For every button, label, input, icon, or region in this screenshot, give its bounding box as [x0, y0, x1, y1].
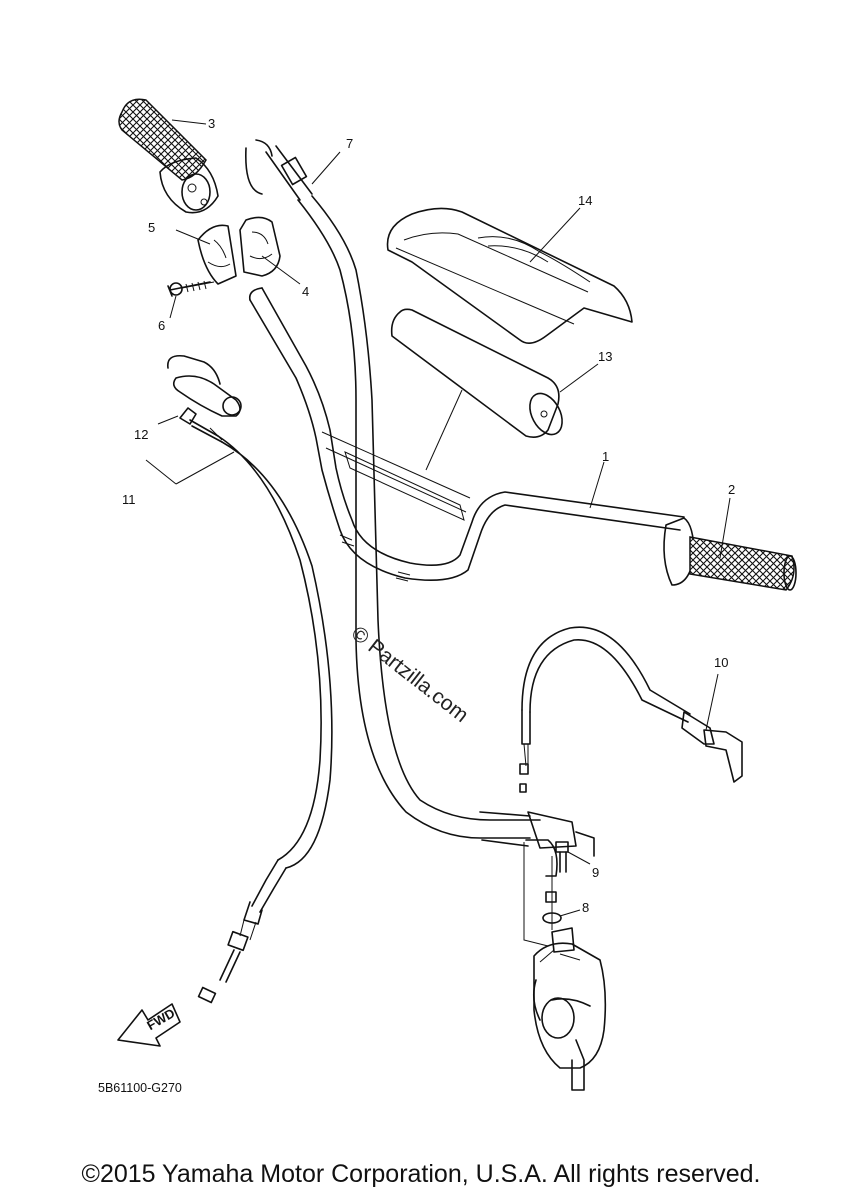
- copyright-text: ©2015 Yamaha Motor Corporation, U.S.A. A…: [81, 1160, 761, 1188]
- callout-10: 10: [714, 655, 728, 670]
- clutch-assembly: [167, 354, 333, 1004]
- watermark: © Partzilla.com: [347, 622, 473, 727]
- bolt-and-oring: [542, 841, 569, 924]
- diagram-code: 5B61100-G270: [98, 1081, 182, 1095]
- fwd-label: FWD: [144, 1005, 177, 1033]
- throttle-housing: [167, 216, 281, 297]
- callout-6: 6: [158, 318, 165, 333]
- right-grip: [663, 517, 797, 591]
- starter-cable: [519, 626, 743, 793]
- handlebar-pad: [390, 308, 563, 471]
- throttle-cable: [245, 139, 595, 877]
- fwd-arrow: FWD: [117, 1003, 181, 1047]
- callout-11: 11: [122, 492, 136, 507]
- handlebar: [248, 287, 685, 582]
- leader-lines: [145, 119, 731, 917]
- throttle-grip: [118, 98, 219, 214]
- callout-14: 14: [578, 193, 592, 208]
- callout-5: 5: [148, 220, 155, 235]
- callout-1: 1: [602, 449, 609, 464]
- callout-4: 4: [302, 284, 309, 299]
- callout-13: 13: [598, 349, 612, 364]
- callout-labels: 3 5 4 6 7 12 11 1 2 10 13 14 9 8: [122, 116, 735, 915]
- callout-9: 9: [592, 865, 599, 880]
- callout-7: 7: [346, 136, 353, 151]
- callout-2: 2: [728, 482, 735, 497]
- callout-3: 3: [208, 116, 215, 131]
- callout-12: 12: [134, 427, 148, 442]
- carburetor: [523, 842, 607, 1091]
- handlebar-pad-cover: [386, 207, 633, 344]
- callout-8: 8: [582, 900, 589, 915]
